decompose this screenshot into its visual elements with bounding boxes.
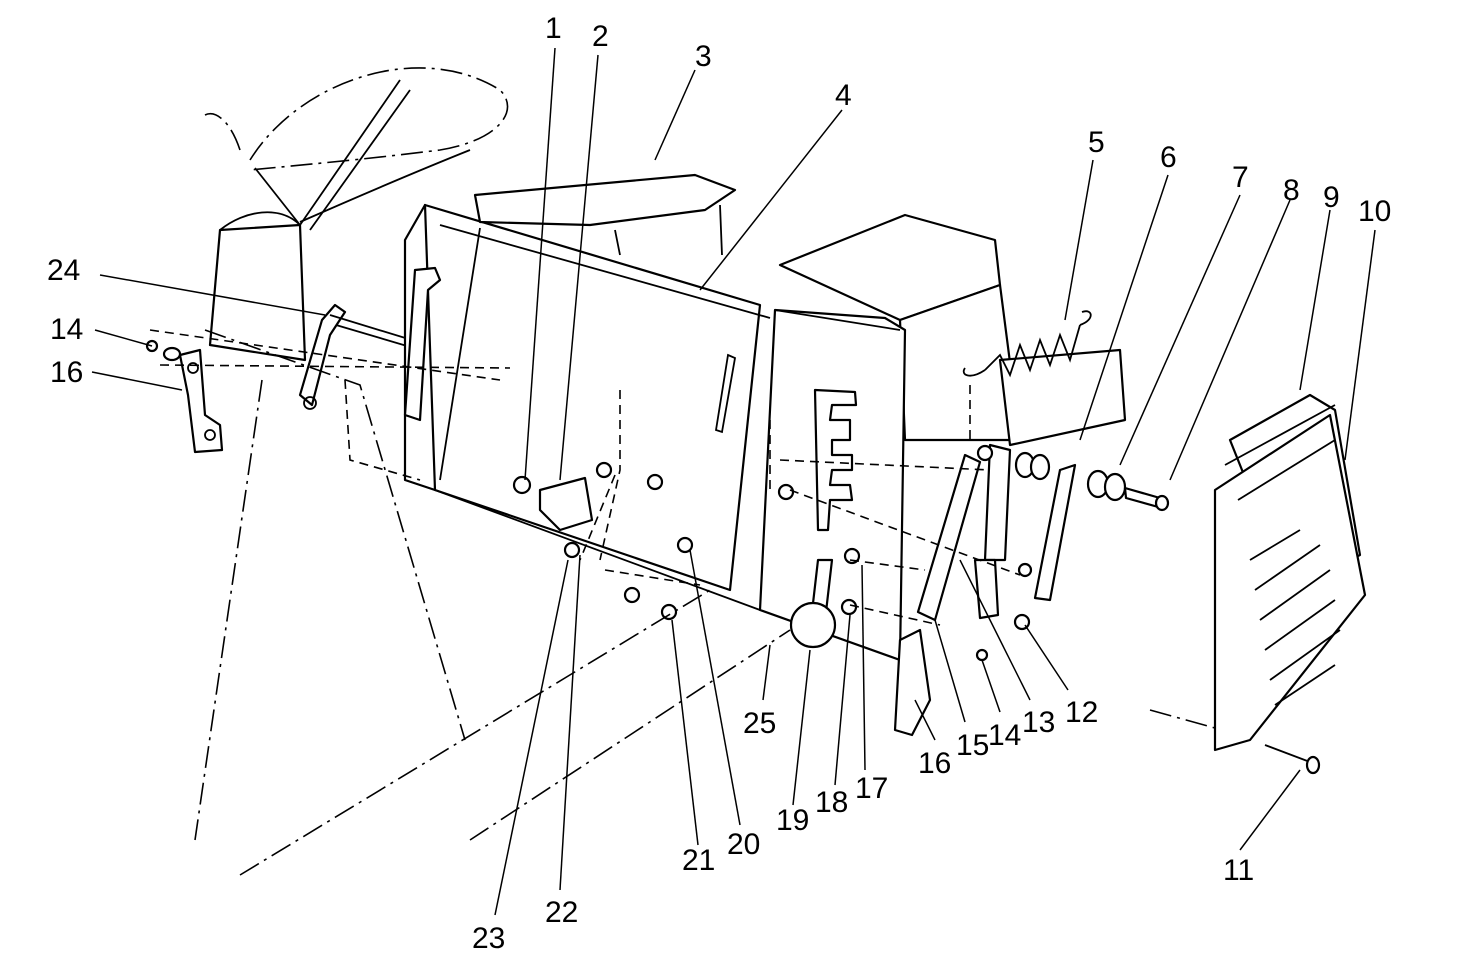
- callout-6: 6: [1160, 141, 1177, 174]
- callout-15: 15: [956, 729, 989, 762]
- callout-19: 19: [776, 804, 809, 837]
- callout-4: 4: [835, 79, 852, 112]
- steering-wheel: [194, 67, 509, 841]
- assembly-lines: [149, 329, 1021, 876]
- callout-12: 12: [1065, 696, 1098, 729]
- washers-bolt: [1014, 451, 1170, 512]
- callout-10: 10: [1358, 195, 1391, 228]
- callout-14-left: 14: [50, 313, 83, 346]
- callout-16-right: 16: [918, 747, 951, 780]
- callout-3: 3: [695, 40, 712, 73]
- callout-23: 23: [472, 922, 505, 955]
- right-linkage: [893, 443, 1077, 737]
- grille-slots: [1249, 529, 1341, 706]
- leader-lines: [91, 47, 1376, 916]
- left-bracket: [145, 339, 224, 454]
- callout-7: 7: [1232, 161, 1249, 194]
- callout-labels: 1 2 3 4 5 6 7 8 9 10 11 12 13 14 14 15 1…: [47, 12, 1391, 955]
- callout-8: 8: [1283, 174, 1300, 207]
- console-housing: [403, 173, 1127, 662]
- hardware: [512, 444, 1033, 662]
- spring: [962, 310, 1092, 378]
- callout-20: 20: [727, 828, 760, 861]
- callout-16-left: 16: [50, 356, 83, 389]
- callout-9: 9: [1323, 181, 1340, 214]
- callout-14-right: 14: [988, 719, 1021, 752]
- shift-lever: [789, 558, 837, 649]
- callout-5: 5: [1088, 126, 1105, 159]
- callout-25: 25: [743, 707, 776, 740]
- callout-11: 11: [1223, 854, 1254, 887]
- callout-17: 17: [855, 772, 888, 805]
- callout-2: 2: [592, 20, 609, 53]
- grille-cover: [1149, 393, 1367, 775]
- callout-18: 18: [815, 786, 848, 819]
- callout-1: 1: [545, 12, 562, 45]
- callout-22: 22: [545, 896, 578, 929]
- callout-21: 21: [682, 844, 715, 877]
- callout-24: 24: [47, 254, 80, 287]
- callout-13: 13: [1022, 706, 1055, 739]
